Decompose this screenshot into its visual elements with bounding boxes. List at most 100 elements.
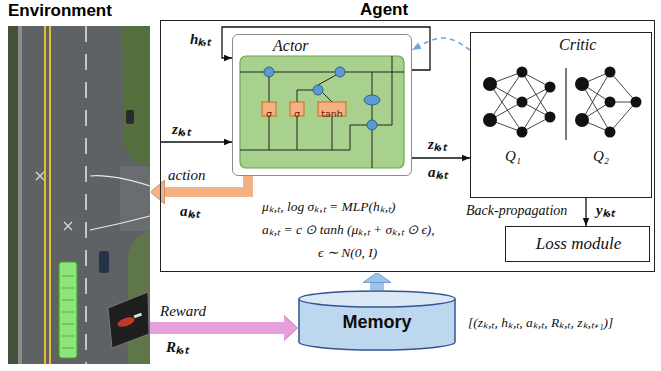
edge-label: yₖ,ₜ	[596, 202, 615, 219]
target-arrow	[585, 198, 586, 226]
gradient-arrow	[412, 38, 470, 50]
drawn-ellipse	[364, 95, 380, 105]
box-title-holder: Critic	[559, 36, 596, 54]
observation-label: zₖ,ₜ	[428, 136, 447, 153]
edge-label-holder: Reward	[160, 302, 206, 320]
drawn-path	[240, 56, 392, 168]
box-title-holder: Memory	[298, 313, 456, 333]
drawn-circle	[483, 113, 497, 127]
sample-arrow	[370, 282, 384, 290]
hidden-state-label: hₖ,ₜ	[190, 31, 211, 48]
drawn-circle	[335, 67, 345, 77]
drawn-path	[90, 176, 150, 186]
drawn-path	[36, 172, 72, 230]
panel-heading: Environment	[8, 2, 112, 21]
edge-label-holder: yₖ,ₜ	[596, 201, 615, 219]
drawn-rect	[18, 26, 22, 364]
drawn-line	[49, 26, 51, 364]
gate-label: σ	[294, 109, 300, 119]
drawn-path	[582, 72, 636, 132]
network-label-holder: Q₂	[593, 147, 609, 165]
hidden-state-label-holder: hₖ,ₜ	[190, 30, 211, 48]
drawn-circle	[631, 97, 642, 108]
observation-label-holder: zₖ,ₜ	[172, 120, 191, 138]
equation: ϵ ∼ N(0, I)	[318, 246, 377, 261]
drawn-circle	[517, 127, 528, 138]
drawn-circle	[517, 67, 528, 78]
lstm-cell	[240, 56, 404, 168]
equation-holder: aₖ,ₜ = c ⊙ tanh (μₖ,ₜ + σₖ,ₜ ⊙ ϵ),	[262, 220, 435, 238]
box-title: Critic	[559, 36, 596, 54]
panel-heading: Agent	[360, 1, 408, 20]
box-title-holder: Actor	[273, 37, 309, 55]
actor-box: Actor	[232, 34, 412, 176]
action-symbol: aₖ,ₜ	[180, 203, 200, 220]
equation: μₖ,ₜ, log σₖ,ₜ = MLP(hₖ,ₜ)	[262, 200, 396, 215]
drawn-rect	[8, 26, 18, 364]
observation-label: zₖ,ₜ	[172, 121, 191, 138]
loss-module-box: Loss module	[505, 226, 650, 262]
box-title-holder: Loss module	[506, 235, 651, 254]
road-photo	[8, 26, 150, 364]
drawn-rect	[59, 262, 77, 358]
box-title: Loss module	[536, 235, 621, 254]
drawn-circle	[605, 127, 616, 138]
drawn-rect	[120, 166, 150, 231]
annotation: Back-propagation	[466, 203, 567, 218]
drawn-circle	[367, 120, 377, 130]
drawn-polygon	[108, 292, 149, 348]
environment-panel: Environment	[8, 2, 150, 366]
drawn-circle	[605, 67, 616, 78]
drawn-circle	[605, 97, 616, 108]
drawn-circle	[483, 77, 497, 91]
memory-store: Memory	[298, 290, 456, 350]
drawn-path	[122, 26, 150, 166]
drawn-ellipse	[299, 291, 455, 307]
drawn-rect	[8, 26, 150, 364]
drawn-path	[62, 276, 74, 348]
reward-symbol: Rₖ,ₜ	[166, 339, 189, 356]
edge-label: Reward	[160, 303, 206, 320]
panel-heading-holder: Environment	[8, 2, 112, 21]
network-label: Q₂	[593, 148, 609, 165]
gate-label-holder: σ	[290, 103, 304, 121]
edge-label: action	[168, 167, 206, 184]
drawn-rect	[126, 110, 134, 124]
drawn-circle	[575, 77, 589, 91]
action-symbol: aₖ,ₜ	[428, 164, 448, 181]
drawn-path	[90, 216, 150, 230]
drawn-circle	[545, 112, 556, 123]
reward-arrow	[150, 322, 284, 334]
annotation-holder: Back-propagation	[466, 201, 567, 219]
equation-holder: ϵ ∼ N(0, I)	[318, 243, 377, 261]
reward-symbol-holder: Rₖ,ₜ	[166, 338, 189, 356]
drawn-g	[483, 67, 642, 138]
gate-label-holder: σ	[262, 103, 276, 121]
box-title: Actor	[273, 37, 309, 55]
drawn-circle	[313, 85, 323, 95]
drawn-ellipse	[116, 315, 136, 329]
network-label: Q₁	[505, 148, 521, 165]
edge-label-holder: action	[168, 166, 206, 184]
state-action-arrow	[412, 157, 470, 158]
drawn-path	[490, 72, 550, 132]
q-networks	[483, 67, 642, 141]
drawn-rect	[134, 313, 143, 319]
box-title: Memory	[342, 313, 411, 333]
drawn-line	[85, 26, 87, 364]
drawn-rect	[99, 251, 109, 273]
memory-cylinder	[299, 291, 455, 350]
gate-label: σ	[266, 109, 272, 119]
action-symbol-holder: aₖ,ₜ	[180, 202, 200, 220]
transition-tuple: [(zₖ,ₜ, hₖ,ₜ, aₖ,ₜ, Rₖ,ₜ, zₖ,ₜ₊₁)]	[468, 316, 613, 331]
drawn-line	[44, 26, 46, 364]
observation-input-line	[161, 141, 232, 142]
transition-tuple-holder: [(zₖ,ₜ, hₖ,ₜ, aₖ,ₜ, Rₖ,ₜ, zₖ,ₜ₊₁)]	[468, 313, 613, 331]
drawn-circle	[517, 97, 528, 108]
observation-label-holder: zₖ,ₜ	[428, 135, 447, 153]
drawn-circle	[264, 67, 274, 77]
gate-label: tanh	[321, 109, 343, 119]
drawn-line	[565, 68, 566, 140]
